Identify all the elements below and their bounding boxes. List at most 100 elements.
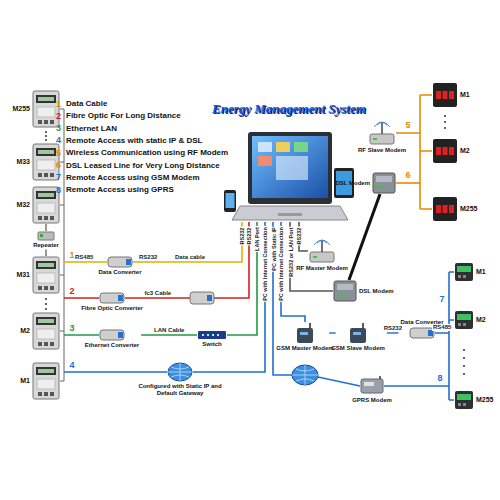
- emeter-icon-part: [37, 379, 55, 389]
- node-label: M1: [476, 268, 486, 276]
- rf-modem: RF Slave Modem: [356, 120, 408, 155]
- ant-icon-part: [373, 138, 377, 140]
- emeter-icon-part: [33, 187, 59, 223]
- node-label: M255: [460, 205, 478, 213]
- gsm-modem: GSM Slave Modem: [329, 322, 387, 353]
- dsl-icon: [372, 172, 396, 194]
- emeter-icon-part: [33, 313, 59, 349]
- ant-icon-part: [370, 134, 394, 144]
- digi-icon-part: [449, 205, 454, 213]
- node-label: Fibre Optic Converter: [81, 305, 143, 312]
- ellipsis-dots-part: [463, 357, 465, 359]
- node-label: GPRS Modem: [352, 397, 392, 404]
- dsl-modem: DSL Modem: [333, 280, 396, 302]
- list-item: Remote Access using GPRS: [66, 186, 174, 195]
- node-label: M255: [476, 396, 494, 404]
- list-item: Remote Access with static IP & DSL: [66, 137, 203, 146]
- laptop-part: [258, 156, 272, 166]
- list-number: 8: [56, 186, 61, 196]
- cable-label: RS232: [138, 254, 158, 261]
- emeter-icon-part: [38, 97, 54, 101]
- ellipsis-dots-part: [45, 131, 47, 133]
- phone-part: [226, 193, 235, 208]
- small-icon-part: [458, 323, 461, 326]
- port-label: RS232 or LAN Port: [287, 226, 293, 277]
- node-label: Switch: [202, 341, 221, 348]
- ellipsis-dots-part: [45, 139, 47, 141]
- energy-meter: M32: [14, 186, 60, 224]
- node-label: Ethernet Converter: [85, 342, 139, 349]
- laptop-part: [232, 206, 348, 220]
- list-number: 3: [56, 124, 61, 134]
- node-label: Data Converter: [99, 269, 142, 276]
- emeter-icon-part: [50, 392, 54, 396]
- list-item: Wireless Communication using RF Modem: [66, 149, 228, 158]
- laptop: [232, 132, 348, 220]
- list-item: Remote Access using GSM Modem: [66, 174, 200, 183]
- node-label: M255: [12, 105, 30, 113]
- static-ip-wire: [64, 222, 265, 372]
- ethernet-converter: Ethernet Converter: [83, 329, 141, 350]
- rep-icon: [37, 231, 55, 241]
- digi-icon-part: [436, 205, 441, 213]
- connector: [329, 332, 336, 333]
- emeter-icon-part: [37, 107, 55, 117]
- port-label: RS232: [296, 226, 302, 245]
- cable-label: fc3 Cable: [144, 290, 173, 297]
- gprs-icon-part: [361, 379, 383, 393]
- dsl-icon-part: [342, 294, 345, 296]
- emeter-icon-part: [44, 216, 48, 220]
- globe-icon-part: [168, 363, 192, 381]
- node-label: RF Slave Modem: [358, 147, 406, 154]
- digi-icon-part: [449, 91, 454, 99]
- list-item: Ethernet LAN: [66, 125, 117, 134]
- node-label: M1: [460, 91, 470, 99]
- conv-icon-part: [428, 330, 433, 336]
- ant-icon: [368, 120, 396, 146]
- node-label: M33: [16, 158, 30, 166]
- small-icon-part: [457, 314, 471, 320]
- ant-icon-part: [310, 252, 334, 262]
- callout-number: 4: [70, 361, 75, 371]
- fibre-converter-2-part: [190, 292, 214, 304]
- node-label: Configured with Static IP and Default Ga…: [132, 383, 228, 396]
- emeter-icon: [32, 186, 60, 224]
- ellipsis-dots-part: [444, 121, 446, 123]
- node-label: GSM Slave Modem: [331, 345, 385, 352]
- conv-icon-part: [118, 332, 123, 338]
- digi-icon-part: [433, 197, 457, 221]
- digi-icon-part: [443, 205, 448, 213]
- fibre-converter: Fibre Optic Converter: [79, 292, 145, 313]
- port-label: PC with Internet Connection: [262, 226, 268, 302]
- node-label: M31: [16, 271, 30, 279]
- fibre-converter-2-part: [207, 295, 212, 301]
- dsl-icon-part: [381, 186, 384, 188]
- emeter-icon-part: [37, 160, 55, 170]
- panel-meter: M1: [432, 82, 472, 108]
- conv-icon-part: [410, 328, 434, 338]
- emeter-icon: [32, 256, 60, 294]
- dsl-icon-part: [337, 294, 340, 296]
- emeter-icon-part: [37, 273, 55, 283]
- port-label: LAN Port: [254, 226, 260, 252]
- internet-globe-part: [292, 365, 318, 385]
- emeter-icon-part: [50, 286, 54, 290]
- small-icon-part: [455, 263, 473, 281]
- list-number: 7: [56, 173, 61, 183]
- node-label: M1: [20, 377, 30, 385]
- emeter-icon-part: [50, 216, 54, 220]
- emeter-icon-part: [33, 257, 59, 293]
- energy-meter: M255: [10, 90, 60, 128]
- small-icon-part: [457, 266, 471, 272]
- callout-number: 5: [406, 121, 411, 131]
- network-switch: Switch: [197, 330, 227, 349]
- sw-icon-part: [198, 331, 226, 339]
- gsm-icon-part: [300, 332, 308, 335]
- node-label: GSM Master Modem: [276, 345, 333, 352]
- digi-icon: [432, 196, 458, 222]
- rep-icon-part: [38, 232, 54, 240]
- energy-meter: M31: [14, 256, 60, 294]
- digi-icon-part: [443, 91, 448, 99]
- emeter-icon-part: [44, 342, 48, 346]
